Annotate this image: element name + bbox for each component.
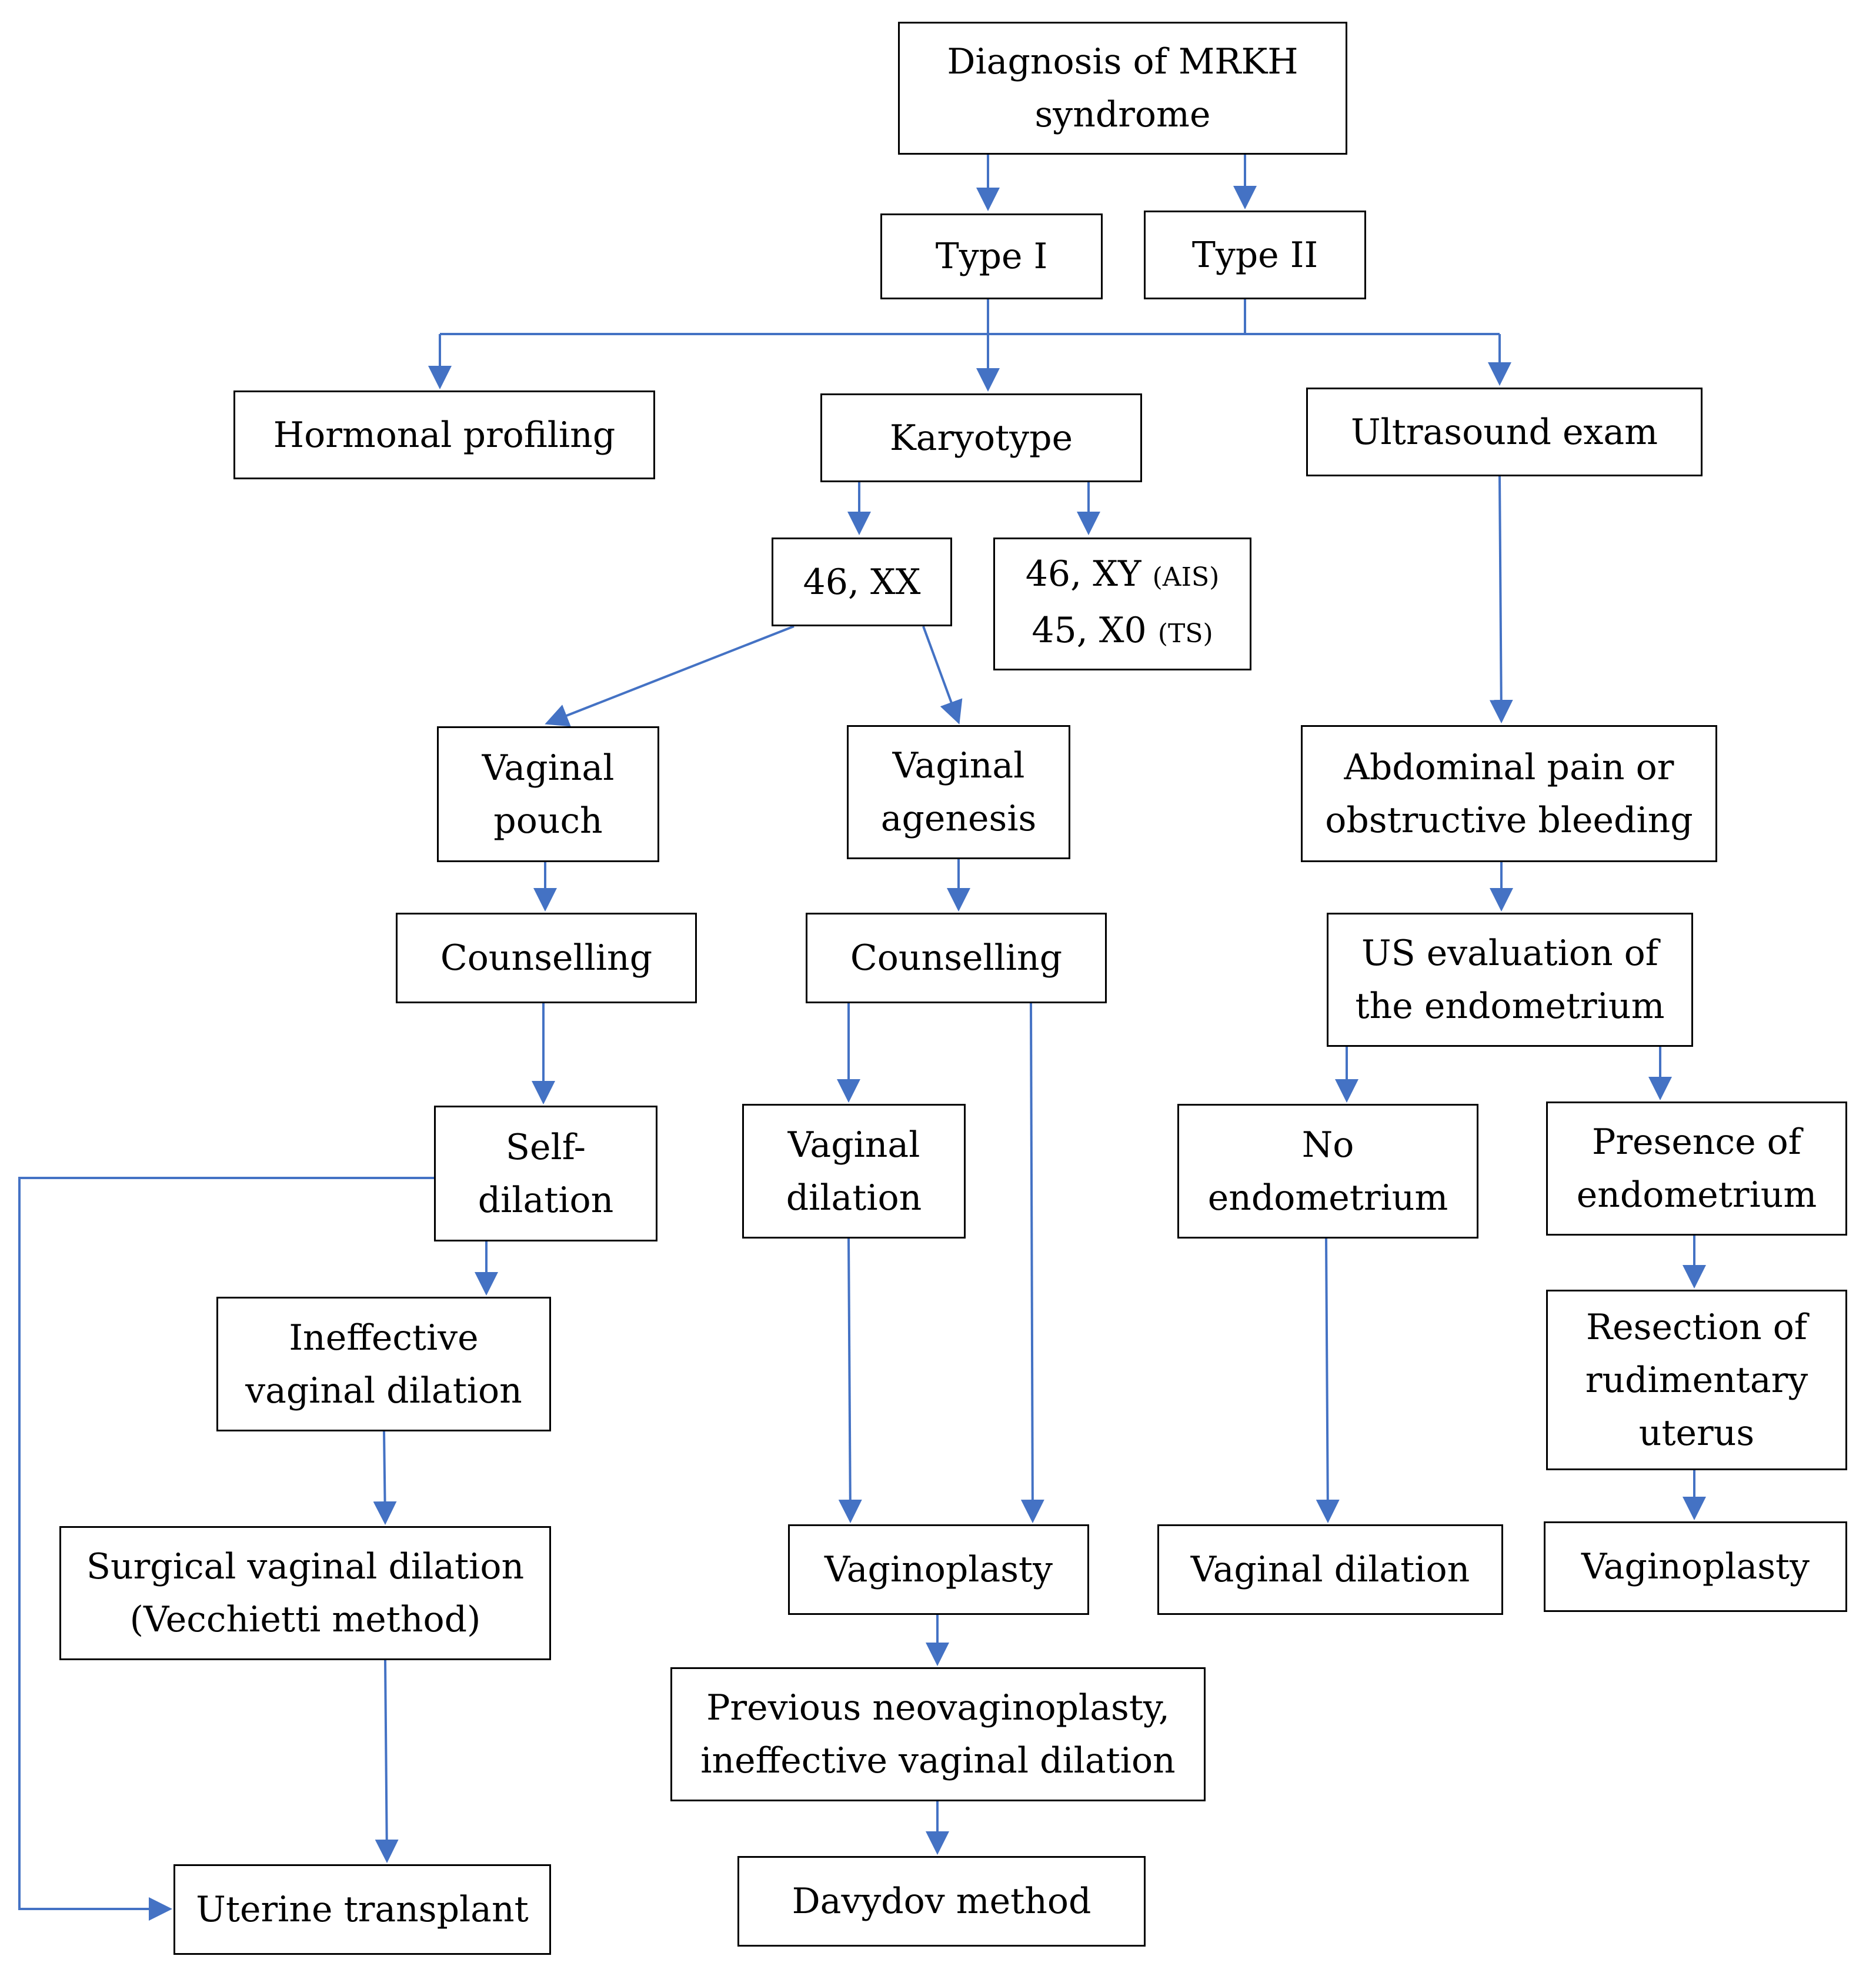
node-vaginoplasty-right: Vaginoplasty	[1544, 1521, 1847, 1612]
node-davydov-method: Davydov method	[737, 1856, 1146, 1947]
node-diagnosis: Diagnosis of MRKH syndrome	[898, 22, 1347, 155]
node-vaginoplasty-middle: Vaginoplasty	[788, 1524, 1089, 1615]
node-karyotype-label: Karyotype	[889, 417, 1073, 459]
node-vaginoplasty-middle-label: Vaginoplasty	[824, 1549, 1053, 1590]
karyotype-46xy: 46, XY	[1025, 553, 1141, 595]
node-presence-endometrium-line-2: endometrium	[1576, 1174, 1817, 1216]
node-surgical-dilation-line-1: Surgical vaginal dilation	[86, 1546, 525, 1587]
node-karyotype-46xx-label: 46, XX	[803, 561, 921, 603]
node-abdominal-pain-line-1: Abdominal pain or	[1344, 746, 1674, 788]
ts-note: (TS)	[1157, 619, 1213, 649]
node-abdominal-pain: Abdominal pain or obstructive bleeding	[1301, 725, 1717, 862]
node-abdominal-pain-line-2: obstructive bleeding	[1325, 799, 1693, 841]
node-diagnosis-line-2: syndrome	[1034, 94, 1211, 135]
node-previous-neovaginoplasty-line-1: Previous neovaginoplasty,	[706, 1687, 1170, 1728]
node-resection-uterus-line-3: uterus	[1638, 1412, 1755, 1454]
node-diagnosis-line-1: Diagnosis of MRKH	[947, 41, 1298, 82]
edge-xx-pouch	[545, 625, 795, 727]
node-type-1-label: Type I	[935, 236, 1048, 277]
node-ineffective-dilation-line-2: vaginal dilation	[245, 1370, 522, 1411]
node-vaginal-dilation-right: Vaginal dilation	[1157, 1524, 1503, 1615]
node-ineffective-dilation-line-1: Ineffective	[289, 1317, 479, 1358]
node-presence-endometrium: Presence of endometrium	[1546, 1102, 1847, 1236]
node-ultrasound-exam: Ultrasound exam	[1306, 388, 1703, 476]
node-surgical-dilation: Surgical vaginal dilation (Vecchietti me…	[59, 1526, 551, 1660]
node-hormonal-profiling-label: Hormonal profiling	[273, 414, 616, 456]
node-type-1: Type I	[880, 213, 1103, 299]
node-us-evaluation-line-1: US evaluation of	[1361, 933, 1658, 974]
edge-dilation-vaginoplasty	[838, 1238, 862, 1523]
node-vaginal-pouch: Vaginal pouch	[437, 726, 659, 862]
node-no-endometrium-line-1: No	[1301, 1124, 1354, 1166]
node-vaginal-pouch-line-1: Vaginal	[482, 747, 615, 789]
node-ineffective-dilation: Ineffective vaginal dilation	[216, 1297, 551, 1431]
node-davydov-method-label: Davydov method	[792, 1881, 1091, 1922]
edge-no-endometrium-dilation	[1316, 1238, 1340, 1523]
node-uterine-transplant-label: Uterine transplant	[196, 1889, 529, 1930]
node-presence-endometrium-line-1: Presence of	[1591, 1121, 1801, 1163]
node-resection-uterus-line-1: Resection of	[1585, 1306, 1808, 1348]
node-counselling-middle-label: Counselling	[850, 937, 1063, 979]
node-type-2: Type II	[1144, 211, 1366, 299]
node-vaginal-dilation-right-label: Vaginal dilation	[1190, 1549, 1470, 1590]
node-type-2-label: Type II	[1191, 234, 1318, 276]
node-self-dilation: Self- dilation	[434, 1106, 657, 1241]
node-vaginoplasty-right-label: Vaginoplasty	[1581, 1546, 1810, 1587]
node-us-evaluation-line-2: the endometrium	[1355, 986, 1665, 1027]
edge-ineffective-surgical	[373, 1431, 397, 1525]
node-vaginal-dilation-middle-line-2: dilation	[786, 1177, 922, 1219]
node-previous-neovaginoplasty: Previous neovaginoplasty, ineffective va…	[670, 1667, 1206, 1801]
edge-counselling-vaginoplasty	[1020, 1003, 1044, 1523]
node-hormonal-profiling: Hormonal profiling	[233, 390, 655, 479]
node-counselling-left-label: Counselling	[440, 937, 653, 979]
node-vaginal-agenesis: Vaginal agenesis	[847, 725, 1070, 859]
node-xy-line-1: 46, XY (AIS)	[1026, 548, 1220, 604]
node-resection-uterus: Resection of rudimentary uterus	[1546, 1290, 1847, 1470]
node-resection-uterus-line-2: rudimentary	[1585, 1359, 1808, 1401]
node-karyotype-46xx: 46, XX	[772, 538, 952, 626]
node-vaginal-agenesis-line-1: Vaginal	[892, 745, 1025, 786]
edge-surgical-uterine	[375, 1660, 399, 1863]
ais-note: (AIS)	[1152, 562, 1220, 592]
node-vaginal-dilation-middle: Vaginal dilation	[742, 1104, 966, 1239]
node-vaginal-pouch-line-2: pouch	[493, 800, 603, 842]
node-xy-line-2: 45, X0 (TS)	[1032, 604, 1213, 660]
node-self-dilation-line-2: dilation	[478, 1179, 614, 1221]
karyotype-45x0: 45, X0	[1032, 610, 1147, 651]
node-previous-neovaginoplasty-line-2: ineffective vaginal dilation	[700, 1740, 1176, 1781]
edge-ultrasound-abdominal	[1489, 476, 1513, 723]
node-karyotype: Karyotype	[820, 393, 1142, 482]
node-surgical-dilation-line-2: (Vecchietti method)	[129, 1599, 481, 1640]
node-counselling-left: Counselling	[396, 913, 697, 1003]
node-self-dilation-line-1: Self-	[505, 1126, 586, 1168]
node-vaginal-dilation-middle-line-1: Vaginal	[787, 1124, 920, 1166]
node-vaginal-agenesis-line-2: agenesis	[880, 798, 1037, 839]
node-ultrasound-exam-label: Ultrasound exam	[1350, 411, 1658, 453]
edge-xx-agenesis	[922, 626, 963, 725]
node-karyotype-46xy-45x0: 46, XY (AIS) 45, X0 (TS)	[993, 538, 1251, 670]
node-no-endometrium: No endometrium	[1177, 1104, 1478, 1239]
node-counselling-middle: Counselling	[806, 913, 1107, 1003]
node-uterine-transplant: Uterine transplant	[173, 1864, 551, 1955]
node-no-endometrium-line-2: endometrium	[1207, 1177, 1448, 1219]
node-us-evaluation: US evaluation of the endometrium	[1327, 913, 1693, 1047]
